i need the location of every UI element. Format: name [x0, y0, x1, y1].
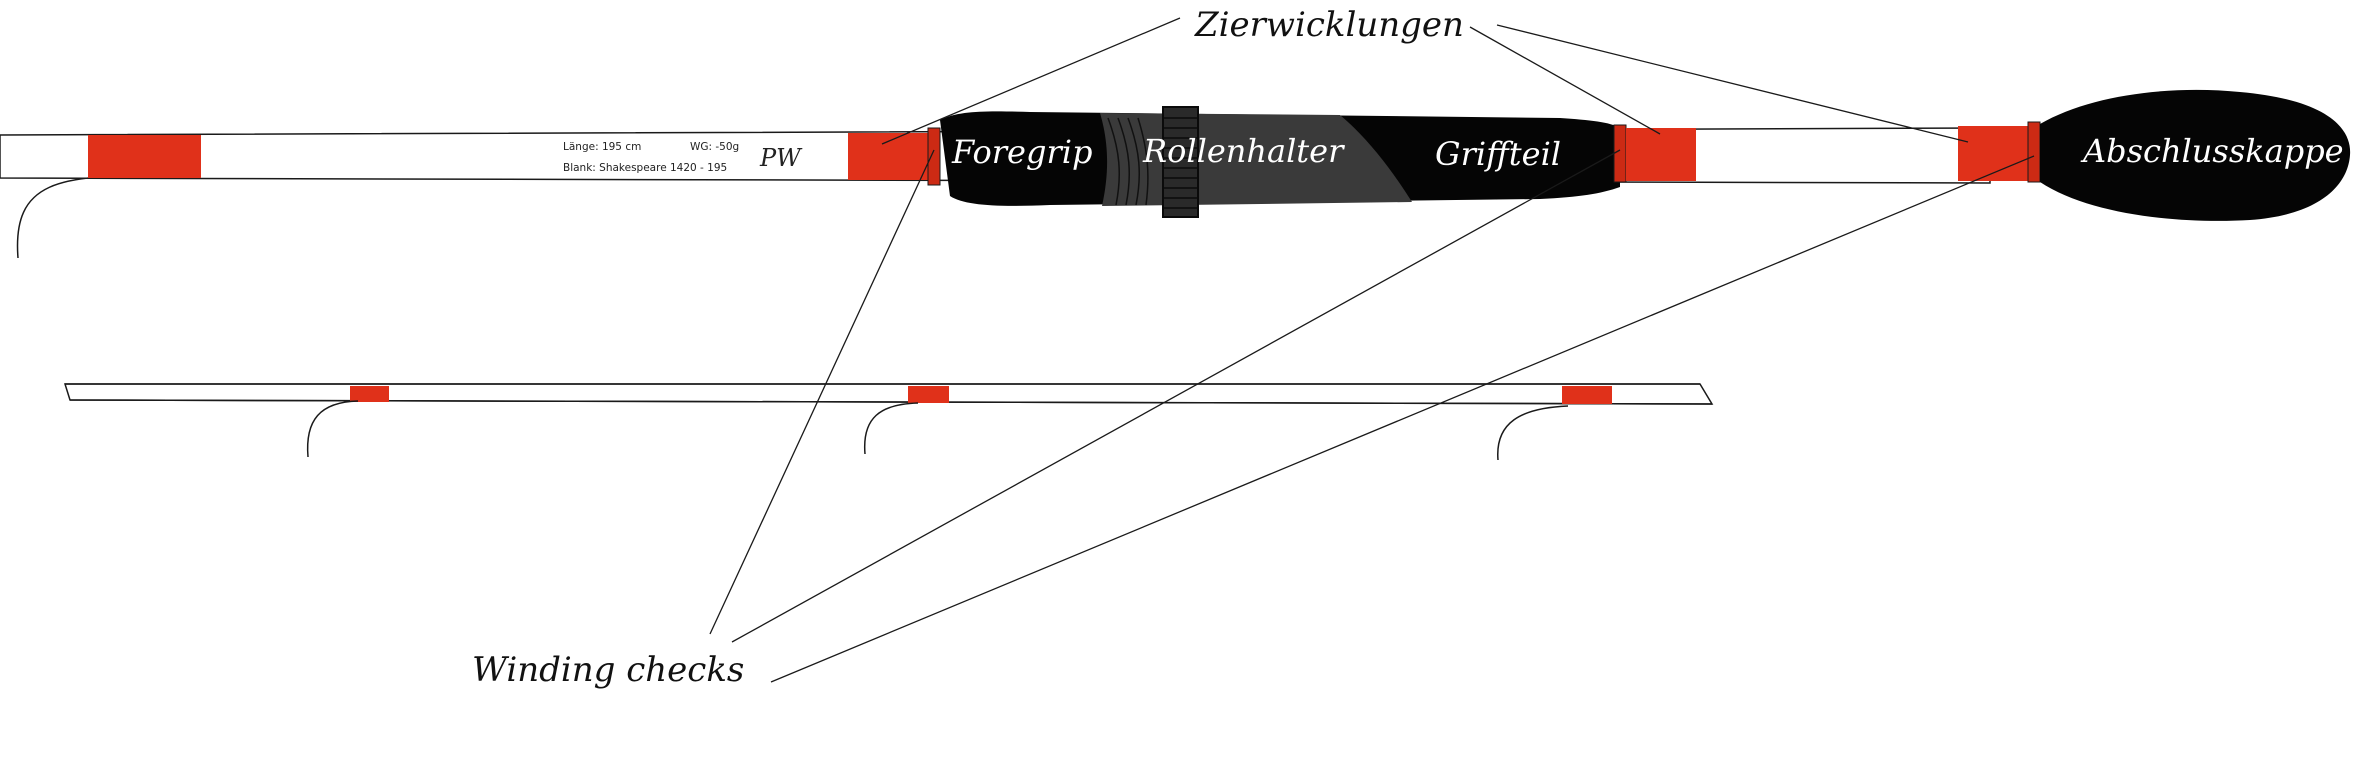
label-foregrip: Foregrip	[951, 133, 1092, 171]
butt-section: Länge: 195 cm WG: -50g Blank: Shakespear…	[0, 89, 2351, 259]
reel-seat-nut-ridges	[1163, 117, 1198, 209]
winding-check-foregrip	[927, 127, 941, 186]
tip-guide-wrap-1	[350, 386, 389, 402]
leader-zier-griffteil	[1469, 26, 1661, 135]
leader-wc-foregrip	[709, 149, 935, 635]
leader-wc-butt	[770, 155, 2035, 683]
tip-guide-foot-3	[1497, 405, 1569, 461]
tip-guide-foot-1	[306, 400, 359, 458]
leader-wc-griffteil	[731, 149, 1621, 643]
label-abschlusskappe: Abschlusskappe	[2080, 132, 2344, 170]
winding-check-griffteil	[1613, 124, 1627, 183]
butt-guide-foot	[16, 175, 161, 259]
inscription-length: Länge: 195 cm	[563, 141, 641, 153]
tip-guide-foot-2	[863, 402, 919, 455]
label-winding-checks: Winding checks	[472, 650, 744, 690]
label-zierwicklungen: Zierwicklungen	[1194, 5, 1464, 45]
decorative-wrap-griffteil	[1626, 128, 1696, 181]
label-griffteil: Griffteil	[1435, 135, 1561, 173]
reel-seat-threads	[1107, 117, 1149, 206]
inscription-blank: Blank: Shakespeare 1420 - 195	[563, 162, 727, 174]
leader-zier-butt	[1496, 24, 1969, 143]
decorative-wrap-butt	[1958, 126, 2030, 181]
leader-zier-foregrip	[881, 17, 1181, 145]
tip-guide-wrap-2	[908, 386, 949, 403]
inscription-weight: WG: -50g	[690, 141, 739, 153]
tip-guide-wrap-3	[1562, 386, 1612, 404]
guide-wrap	[88, 135, 201, 178]
inscription-signature: PW	[759, 144, 803, 172]
winding-check-butt	[2027, 121, 2041, 183]
label-rollenhalter: Rollenhalter	[1142, 132, 1345, 170]
leader-lines	[709, 17, 2035, 683]
butt-cap	[2040, 89, 2351, 221]
tip-section	[63, 383, 1714, 461]
